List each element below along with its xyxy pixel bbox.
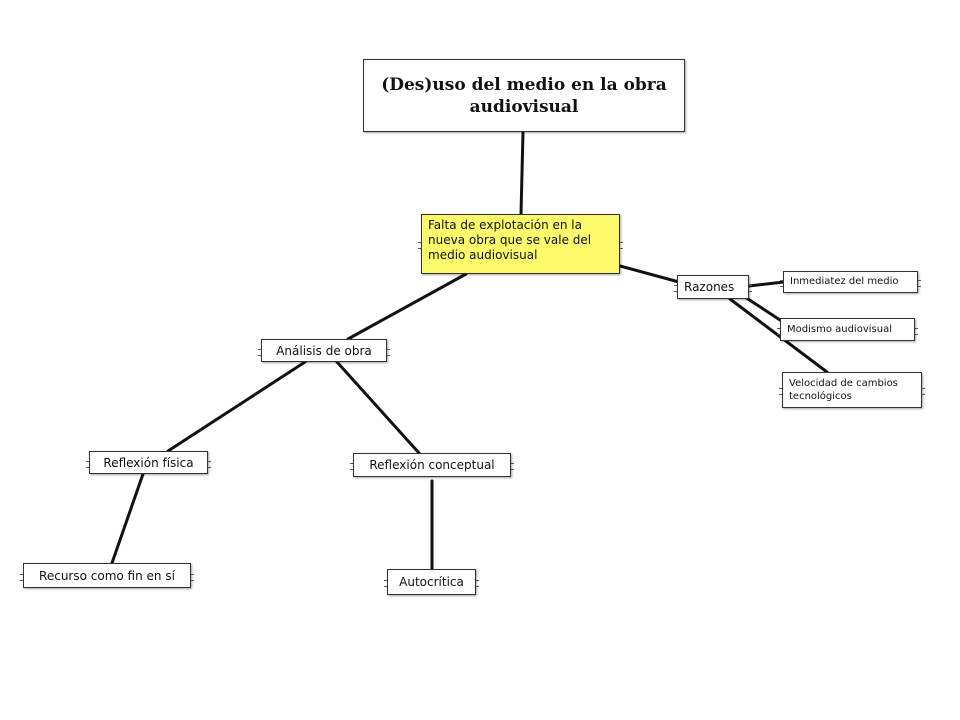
link-root-main	[519, 130, 525, 216]
analisis-node[interactable]: Análisis de obra	[258, 339, 390, 362]
inmediatez-node[interactable]: Inmediatez del medio	[780, 271, 921, 293]
link-analisis-conceptual	[335, 360, 421, 455]
modismo-node[interactable]: Modismo audiovisual	[777, 318, 918, 341]
velocidad-node[interactable]: Velocidad de cambios tecnológicos	[779, 372, 925, 408]
link-analisis-fisica	[166, 360, 307, 453]
link-main-analisis	[346, 272, 468, 341]
autocritica-node[interactable]: Autocrítica	[384, 569, 479, 595]
razones-node[interactable]: Razones	[674, 275, 752, 299]
link-fisica-recurso	[110, 472, 145, 565]
root-node-title[interactable]: (Des)uso del medio en la obra audiovisua…	[363, 59, 685, 132]
link-razones-modismo	[743, 295, 782, 322]
link-main-razones	[618, 264, 681, 284]
recurso-node[interactable]: Recurso como fin en sí	[20, 563, 194, 588]
reflexion-fisica-node[interactable]: Reflexión física	[86, 451, 211, 474]
link-razones-inmediatez	[747, 280, 786, 288]
link-razones-velocidad	[728, 297, 829, 374]
main-topic-node[interactable]: Falta de explotación en la nueva obra qu…	[418, 214, 623, 274]
reflexion-conceptual-node[interactable]: Reflexión conceptual	[350, 453, 514, 477]
